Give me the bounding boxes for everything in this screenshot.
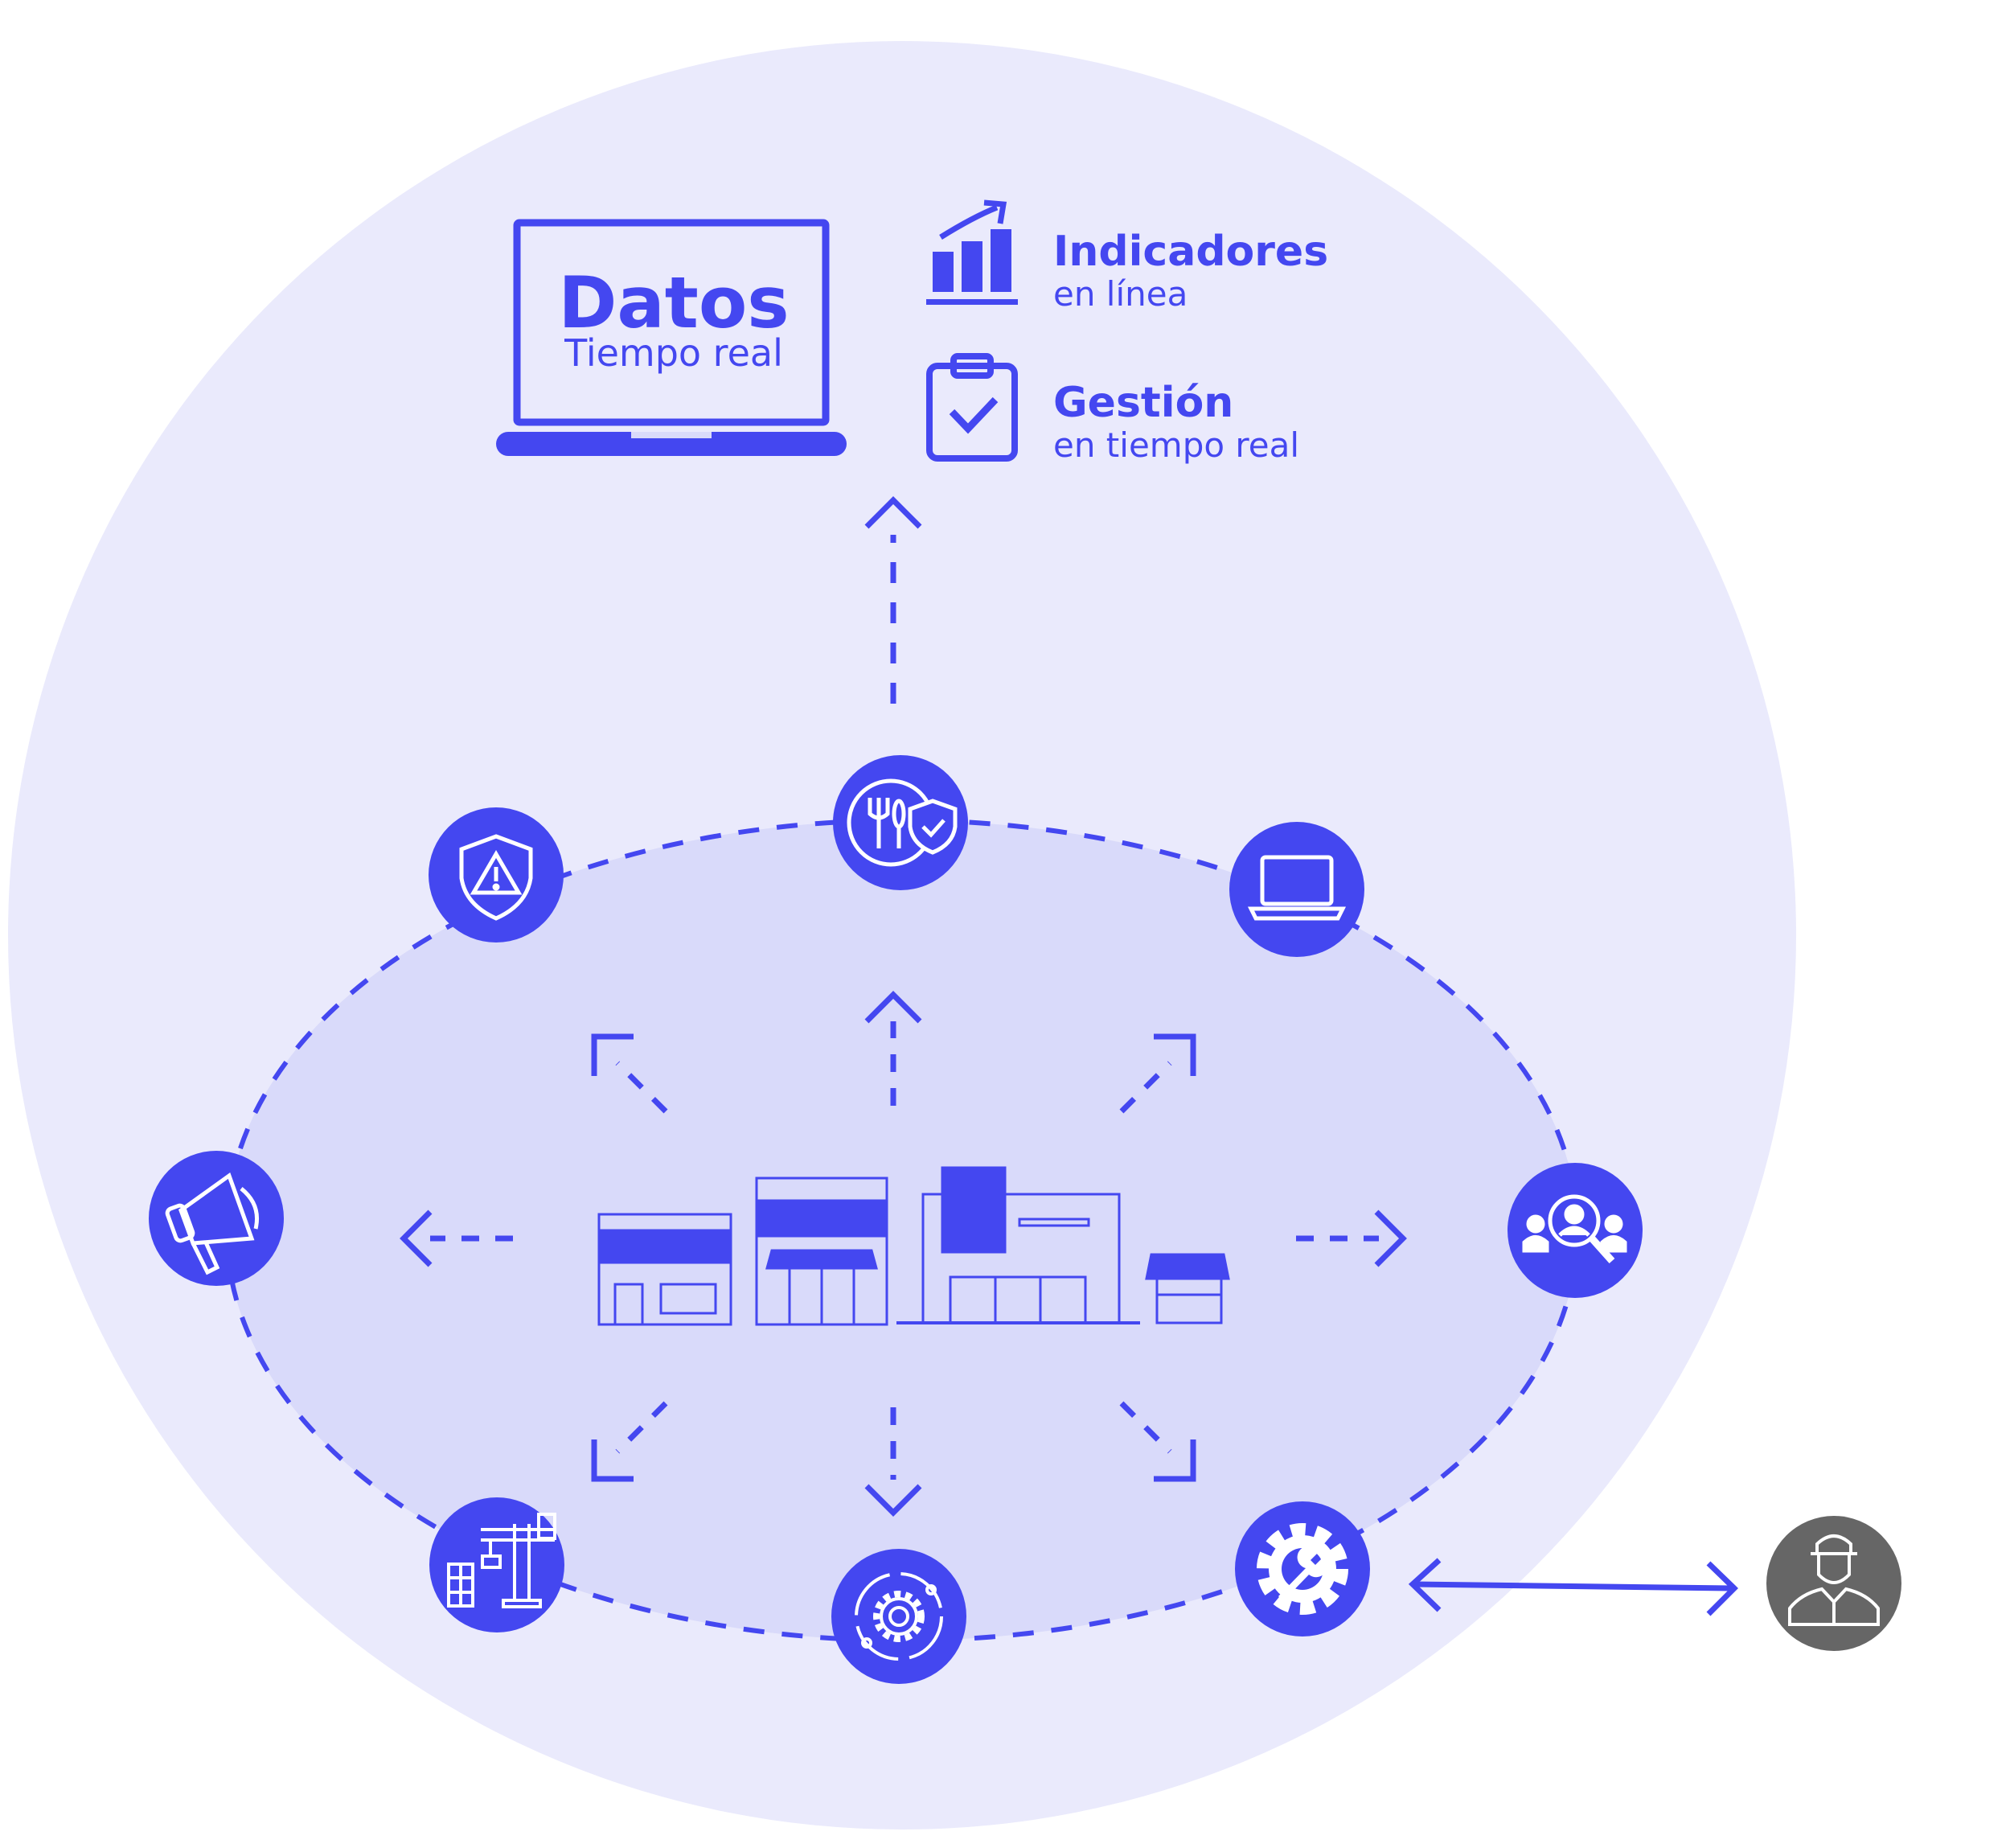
datos-laptop: Datos Tiempo real — [496, 219, 847, 456]
arrow-up-to-data — [864, 496, 922, 704]
datos-title: Datos — [558, 261, 789, 344]
megaphone-icon — [165, 1172, 259, 1275]
node-people-search — [1508, 1163, 1643, 1298]
technician-icon — [1788, 1534, 1880, 1626]
indicators-title: Indicadores — [1053, 228, 1328, 276]
gear-cycle-icon — [855, 1572, 943, 1661]
bar-chart-icon — [926, 199, 1018, 305]
node-construction — [429, 1497, 564, 1632]
datos-subtitle: Tiempo real — [564, 331, 783, 375]
gear-wrench-icon — [1257, 1523, 1348, 1615]
management-title: Gestión — [1053, 379, 1233, 427]
node-marketing — [149, 1151, 284, 1286]
node-food-safety — [833, 755, 968, 890]
node-laptop — [1229, 822, 1364, 957]
storefronts-icon — [597, 1166, 1230, 1326]
food-safety-icon — [847, 778, 958, 867]
indicators-subtitle: en línea — [1053, 274, 1188, 314]
construction-crane-icon — [447, 1513, 556, 1608]
management-subtitle: en tiempo real — [1053, 425, 1299, 465]
bidirectional-arrow — [1408, 1558, 1738, 1616]
inner-ellipse — [224, 818, 1580, 1643]
node-maintenance — [1235, 1501, 1370, 1637]
clipboard-check-icon — [926, 353, 1018, 462]
shield-warning-icon — [459, 834, 533, 921]
node-risk — [429, 807, 564, 942]
radial-arrows — [400, 991, 1407, 1517]
people-search-icon — [1522, 1194, 1627, 1263]
node-process — [831, 1549, 966, 1684]
node-technician — [1766, 1516, 1901, 1651]
laptop-icon — [1247, 855, 1347, 921]
